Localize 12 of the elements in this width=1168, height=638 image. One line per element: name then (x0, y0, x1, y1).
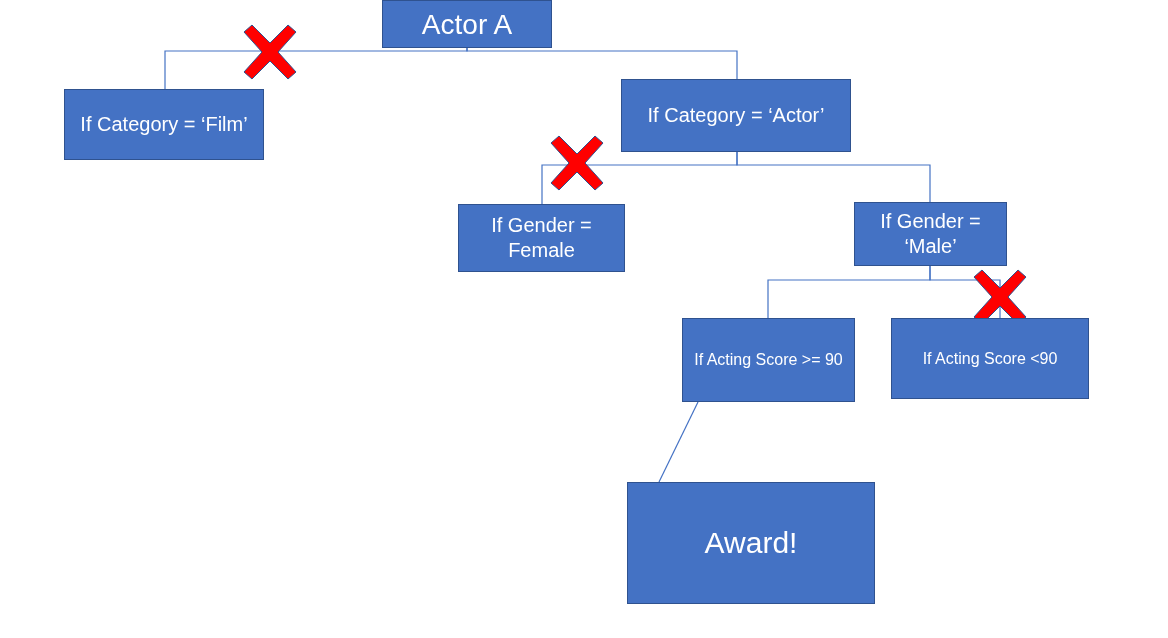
connector-line (736, 151, 931, 203)
decision-box: Award! (627, 482, 875, 604)
decision-box: If Category = ‘Actor’ (621, 79, 851, 152)
decision-box: If Acting Score <90 (891, 318, 1089, 399)
connector-line (466, 47, 738, 80)
connector-line (658, 401, 699, 483)
decision-box: If Gender = ‘Male’ (854, 202, 1007, 266)
decision-box: If Acting Score >= 90 (682, 318, 855, 402)
connector-line (164, 47, 468, 90)
decision-box: Actor A (382, 0, 552, 48)
decision-box: If Category = ‘Film’ (64, 89, 264, 160)
decision-box: If Gender = Female (458, 204, 625, 272)
